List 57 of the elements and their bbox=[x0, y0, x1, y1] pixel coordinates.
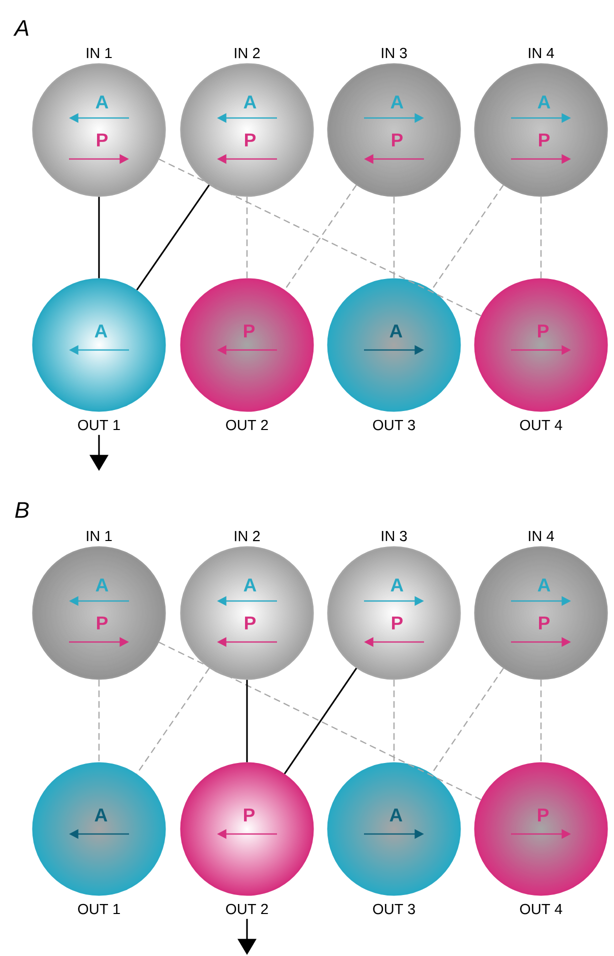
channel-letter: P bbox=[97, 616, 108, 630]
unit-label: OUT 1 bbox=[78, 420, 120, 430]
channel-letter: P bbox=[245, 134, 256, 146]
channel-letter: A bbox=[390, 96, 404, 108]
unit-label: IN 2 bbox=[234, 48, 260, 58]
channel-letter: P bbox=[538, 324, 549, 338]
connector bbox=[284, 668, 358, 774]
channel-letter: P bbox=[539, 616, 550, 630]
channel-letter: P bbox=[539, 134, 550, 146]
unit-label: OUT 3 bbox=[373, 420, 415, 430]
unit-label: OUT 4 bbox=[520, 904, 562, 914]
unit-label: OUT 2 bbox=[226, 904, 268, 914]
connector bbox=[540, 680, 542, 762]
channel-letter: P bbox=[392, 134, 403, 146]
channel-letter: A bbox=[96, 578, 108, 592]
connector bbox=[393, 196, 395, 278]
channel-letter: A bbox=[538, 578, 550, 592]
connector bbox=[136, 668, 210, 774]
channel-letter: P bbox=[244, 808, 255, 822]
channel-letter: A bbox=[538, 96, 550, 108]
channel-letter: P bbox=[245, 616, 256, 630]
connector bbox=[158, 158, 482, 316]
unit-label: IN 4 bbox=[528, 530, 554, 542]
unit-label: OUT 3 bbox=[373, 904, 415, 914]
channel-letter: P bbox=[392, 616, 403, 630]
panel-letter: A bbox=[13, 20, 28, 36]
panel-letter: B bbox=[15, 502, 29, 518]
unit-label: IN 3 bbox=[382, 530, 407, 542]
channel-letter: A bbox=[390, 808, 402, 822]
unit-label: IN 1 bbox=[86, 530, 112, 542]
channel-letter: A bbox=[94, 808, 108, 822]
connector bbox=[284, 184, 357, 290]
channel-letter: A bbox=[94, 324, 108, 338]
connector bbox=[540, 196, 542, 278]
channel-letter: A bbox=[96, 96, 108, 108]
connector bbox=[136, 184, 210, 290]
unit-label: OUT 4 bbox=[520, 420, 562, 430]
connector bbox=[431, 184, 504, 290]
connector bbox=[393, 680, 395, 762]
channel-letter: A bbox=[244, 96, 256, 108]
channel-letter: P bbox=[97, 134, 108, 146]
unit-label: IN 2 bbox=[234, 530, 260, 542]
channel-letter: A bbox=[244, 578, 256, 592]
connector bbox=[246, 680, 248, 762]
channel-letter: A bbox=[390, 324, 402, 338]
connector bbox=[158, 642, 482, 800]
unit-label: OUT 2 bbox=[226, 420, 268, 430]
connector bbox=[98, 680, 100, 762]
unit-label: IN 1 bbox=[86, 48, 112, 58]
unit-label: IN 4 bbox=[528, 48, 554, 58]
channel-letter: P bbox=[538, 808, 549, 822]
connector bbox=[98, 196, 100, 278]
channel-letter: P bbox=[244, 324, 255, 338]
unit-label: OUT 1 bbox=[78, 904, 120, 914]
unit-label: IN 3 bbox=[382, 48, 407, 58]
connector bbox=[246, 196, 248, 278]
channel-letter: A bbox=[390, 578, 404, 592]
